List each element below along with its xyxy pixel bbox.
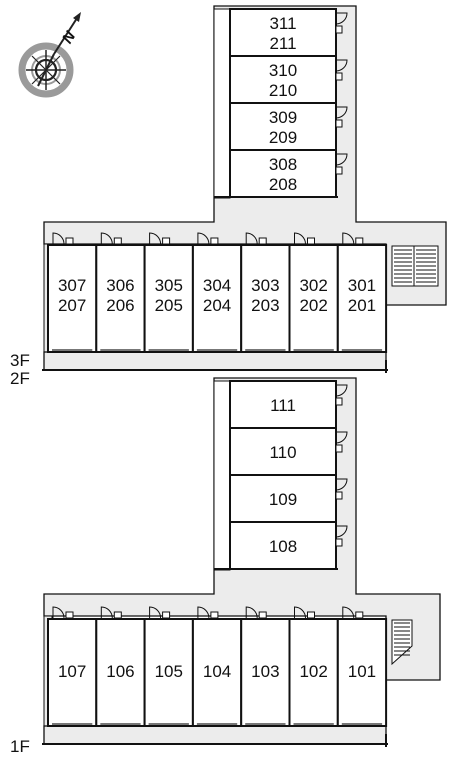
compass-rose-icon: N — [18, 12, 81, 98]
door-icon — [52, 232, 74, 245]
lower-row-units: 107 106 105 104 103 102 101 — [47, 606, 388, 727]
unit-number-lower: 208 — [269, 175, 297, 194]
unit-number: 106 — [106, 662, 134, 681]
upper-row-units: 3072073062063052053042043032033022023012… — [47, 232, 388, 353]
row-unit: 107 — [47, 606, 98, 727]
door-icon — [335, 106, 348, 128]
unit-number-lower: 206 — [106, 296, 134, 315]
unit-number: 110 — [269, 443, 296, 462]
door-icon — [245, 232, 267, 245]
lower-block: 111 110 109 108 107 106 105 104 103 102 101 1F — [10, 377, 441, 756]
unit-number-lower: 207 — [58, 296, 86, 315]
lower-staircase-icon — [391, 619, 413, 666]
unit-number-upper: 303 — [251, 276, 279, 295]
unit-number: 103 — [251, 662, 279, 681]
unit-number: 108 — [269, 537, 297, 556]
row-unit: 104 — [191, 606, 243, 727]
unit-number: 104 — [203, 662, 231, 681]
north-arrow-icon — [73, 12, 81, 22]
unit-number-upper: 305 — [155, 276, 183, 295]
unit-number-upper: 311 — [269, 14, 296, 33]
floor-label-2f: 2F — [10, 369, 30, 388]
unit-number-lower: 203 — [251, 296, 279, 315]
unit-number-lower: 201 — [348, 296, 376, 315]
unit-number-upper: 302 — [299, 276, 327, 295]
door-icon — [335, 525, 348, 547]
unit-number-upper: 304 — [203, 276, 231, 295]
unit-number: 101 — [348, 662, 376, 681]
unit-number-upper: 306 — [106, 276, 134, 295]
lower-wing-units: 111 110 109 108 — [213, 380, 348, 571]
unit-number-lower: 209 — [269, 128, 297, 147]
door-icon — [197, 606, 219, 619]
unit-number-upper: 301 — [348, 276, 376, 295]
unit-number-upper: 307 — [58, 276, 86, 295]
unit-number: 107 — [58, 662, 86, 681]
door-icon — [335, 12, 348, 34]
door-icon — [149, 606, 171, 619]
unit-number: 109 — [269, 490, 297, 509]
door-icon — [197, 232, 219, 245]
door-icon — [294, 232, 315, 245]
unit-number-upper: 309 — [269, 108, 297, 127]
unit-number-lower: 211 — [269, 34, 296, 53]
row-unit: 103 — [240, 606, 291, 727]
row-unit: 102 — [288, 606, 339, 727]
unit-number-lower: 205 — [155, 296, 183, 315]
row-unit: 101 — [336, 606, 388, 727]
door-icon — [335, 153, 348, 175]
floor-label-3f: 3F — [10, 351, 30, 370]
wing-unit: 108 — [229, 521, 348, 570]
door-icon — [245, 606, 267, 619]
door-icon — [335, 59, 348, 81]
door-icon — [342, 232, 364, 245]
door-icon — [335, 431, 348, 453]
row-unit: 106 — [95, 606, 146, 727]
floor-label-1f: 1F — [10, 737, 30, 756]
unit-number-upper: 310 — [269, 61, 297, 80]
upper-staircase-icon — [391, 245, 439, 287]
unit-number: 111 — [270, 396, 296, 415]
unit-number-lower: 202 — [299, 296, 327, 315]
unit-number: 102 — [299, 662, 327, 681]
unit-number-lower: 210 — [269, 81, 297, 100]
door-icon — [335, 384, 348, 406]
unit-number-upper: 308 — [269, 155, 297, 174]
door-icon — [149, 232, 171, 245]
row-unit: 105 — [143, 606, 194, 727]
wing-unit: 109 — [229, 474, 348, 523]
door-icon — [342, 606, 364, 619]
wing-unit: 111 — [229, 380, 348, 429]
door-icon — [294, 606, 315, 619]
unit-number-lower: 204 — [203, 296, 231, 315]
door-icon — [100, 606, 122, 619]
wing-unit: 110 — [229, 427, 348, 476]
door-icon — [335, 478, 348, 500]
door-icon — [52, 606, 74, 619]
door-icon — [100, 232, 122, 245]
unit-number: 105 — [155, 662, 183, 681]
